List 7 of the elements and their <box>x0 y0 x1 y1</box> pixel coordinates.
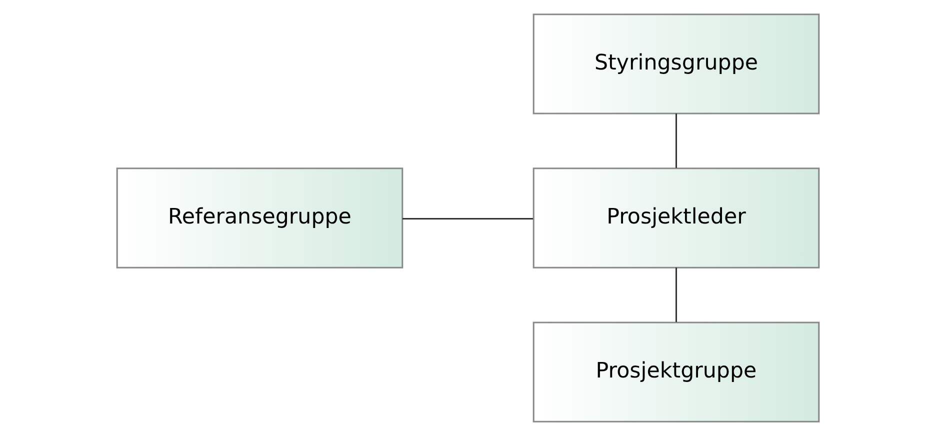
node-box: Styringsgruppe <box>532 14 820 114</box>
node-box: Prosjektleder <box>532 168 820 268</box>
connector <box>674 268 677 322</box>
connector <box>402 218 532 220</box>
node-box: Referansegruppe <box>116 168 403 268</box>
connector <box>674 114 677 168</box>
node-box: Prosjektgruppe <box>532 322 820 422</box>
